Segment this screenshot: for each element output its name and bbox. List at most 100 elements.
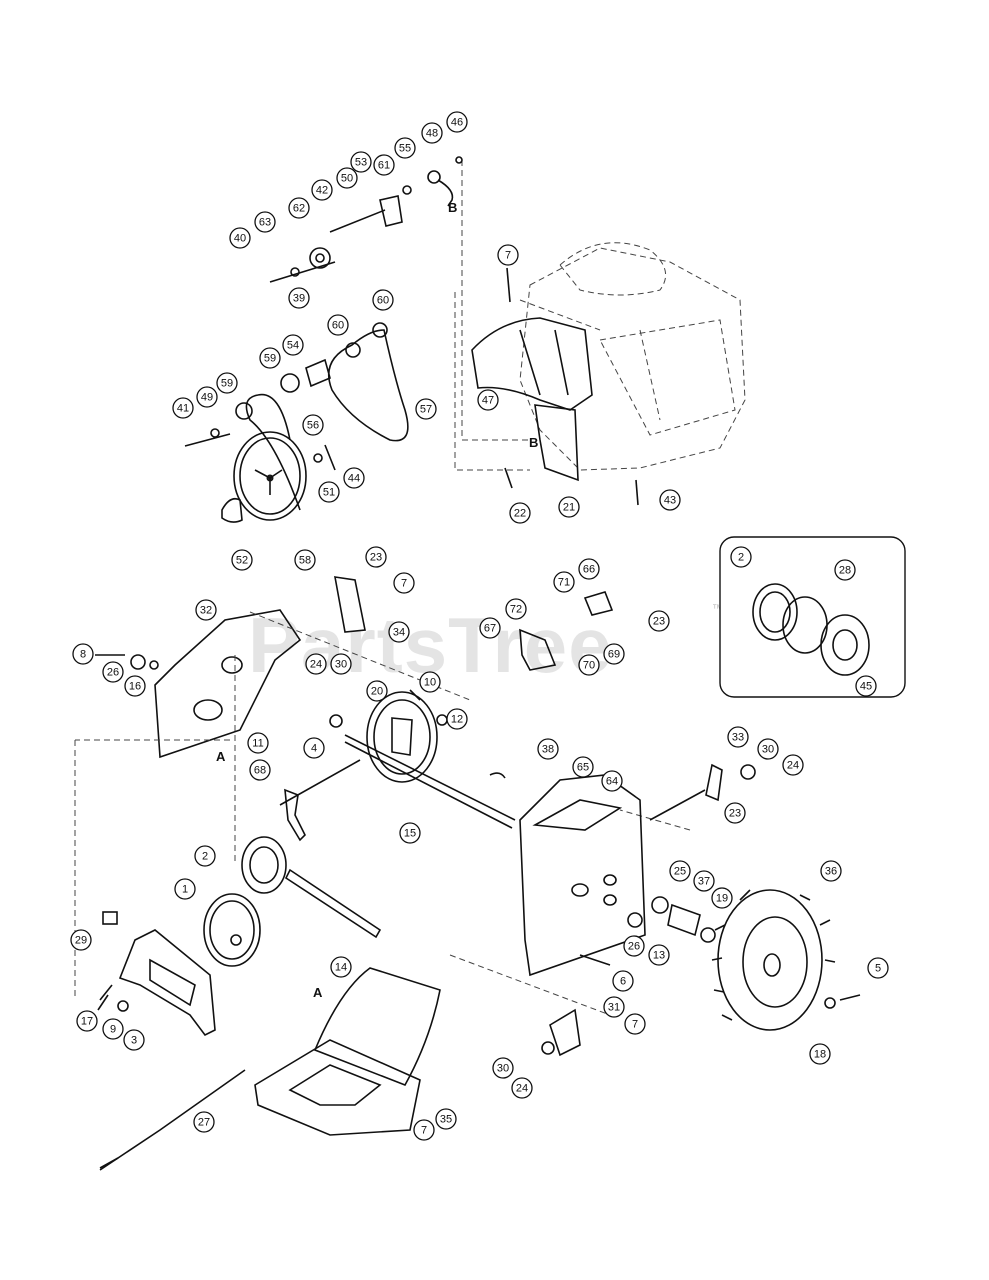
callout-34: 34 [388,621,410,643]
callout-label: 23 [729,808,741,820]
engine-bracket [534,404,579,482]
right-frame-plate [519,774,646,977]
callout-label: 41 [177,403,189,415]
callout-label: 65 [577,762,589,774]
bracket-31 [549,1008,581,1057]
callout-50: 50 [336,167,358,189]
callout-49: 49 [196,386,218,408]
callout-47: 47 [477,389,499,411]
ref-letter-b: B [529,435,538,450]
callout-label: 22 [514,508,526,520]
bracket-72 [519,628,557,671]
callout-23: 23 [648,610,670,632]
watermark-tm: ™ [712,603,723,615]
callout-44: 44 [343,467,365,489]
callout-label: 35 [440,1114,452,1126]
ref-letter-b: B [448,200,457,215]
callout-label: 54 [287,340,299,352]
callout-label: 44 [348,473,360,485]
callout-19: 19 [711,887,733,909]
callout-5: 5 [867,957,889,979]
callout-label: 25 [674,866,686,878]
callout-label: 31 [608,1002,620,1014]
callout-label: 1 [182,884,188,896]
callout-label: 72 [510,604,522,616]
drive-gear [366,691,438,783]
inset-friction-wheel [752,583,870,676]
callout-67: 67 [479,617,501,639]
callout-69: 69 [603,643,625,665]
belt-cover [471,317,593,411]
callout-38: 38 [537,738,559,760]
callout-41: 41 [172,397,194,419]
callout-59: 59 [216,372,238,394]
callout-66: 66 [578,558,600,580]
drive-pulley-assembly [184,322,409,523]
ref-letter-a: A [313,985,323,1000]
callout-label: 67 [484,623,496,635]
callout-label: 28 [839,565,851,577]
callout-label: 53 [355,157,367,169]
spacer-37 [667,903,701,937]
callout-23: 23 [365,546,387,568]
callout-14: 14 [330,956,352,978]
callout-35: 35 [435,1108,457,1130]
ref-lines-frame [234,611,471,862]
callout-56: 56 [302,414,324,436]
callout-label: 34 [393,627,405,639]
callout-label: 59 [264,353,276,365]
callout-63: 63 [254,211,276,233]
callout-label: 50 [341,173,353,185]
callout-11: 11 [247,732,269,754]
callout-7: 7 [624,1013,646,1035]
callout-label: 49 [201,392,213,404]
callout-12: 12 [446,708,468,730]
callout-57: 57 [415,398,437,420]
callout-label: 10 [424,677,436,689]
callout-label: 14 [335,962,347,974]
callout-18: 18 [809,1043,831,1065]
bracket-34 [334,576,366,633]
callout-72: 72 [505,598,527,620]
callout-label: 24 [310,659,322,671]
ref-lines-right [449,809,691,1016]
lever-33 [705,763,723,802]
callout-label: 47 [482,395,494,407]
callout-label: 29 [75,935,87,947]
callout-28: 28 [834,559,856,581]
callout-43: 43 [659,489,681,511]
callout-26: 26 [102,661,124,683]
callout-label: 60 [377,295,389,307]
callout-32: 32 [195,599,217,621]
callout-7: 7 [413,1119,435,1141]
callout-label: 43 [664,495,676,507]
callout-33: 33 [727,726,749,748]
callout-label: 56 [307,420,319,432]
callout-label: 55 [399,143,411,155]
callout-label: 30 [335,659,347,671]
callout-label: 45 [860,681,872,693]
bolt-43 [635,479,639,506]
belt-cover-ribs [519,329,569,396]
callout-51: 51 [318,481,340,503]
callout-53: 53 [350,151,372,173]
callout-17: 17 [76,1010,98,1032]
callout-label: 7 [632,1019,638,1031]
bottom-shroud [313,967,441,1086]
callout-24: 24 [782,754,804,776]
callout-6: 6 [612,970,634,992]
callout-40: 40 [229,227,251,249]
callout-7: 7 [497,244,519,266]
callout-24: 24 [511,1077,533,1099]
callout-label: 27 [198,1117,210,1129]
callout-label: 4 [311,743,317,755]
callout-label: 46 [451,117,463,129]
ref-line-b2 [454,292,530,471]
bearing-25 [651,896,669,914]
callout-65: 65 [572,756,594,778]
callout-2: 2 [730,546,752,568]
callout-21: 21 [558,496,580,518]
callout-30: 30 [492,1057,514,1079]
callout-label: 64 [606,776,618,788]
callout-label: 68 [254,765,266,777]
